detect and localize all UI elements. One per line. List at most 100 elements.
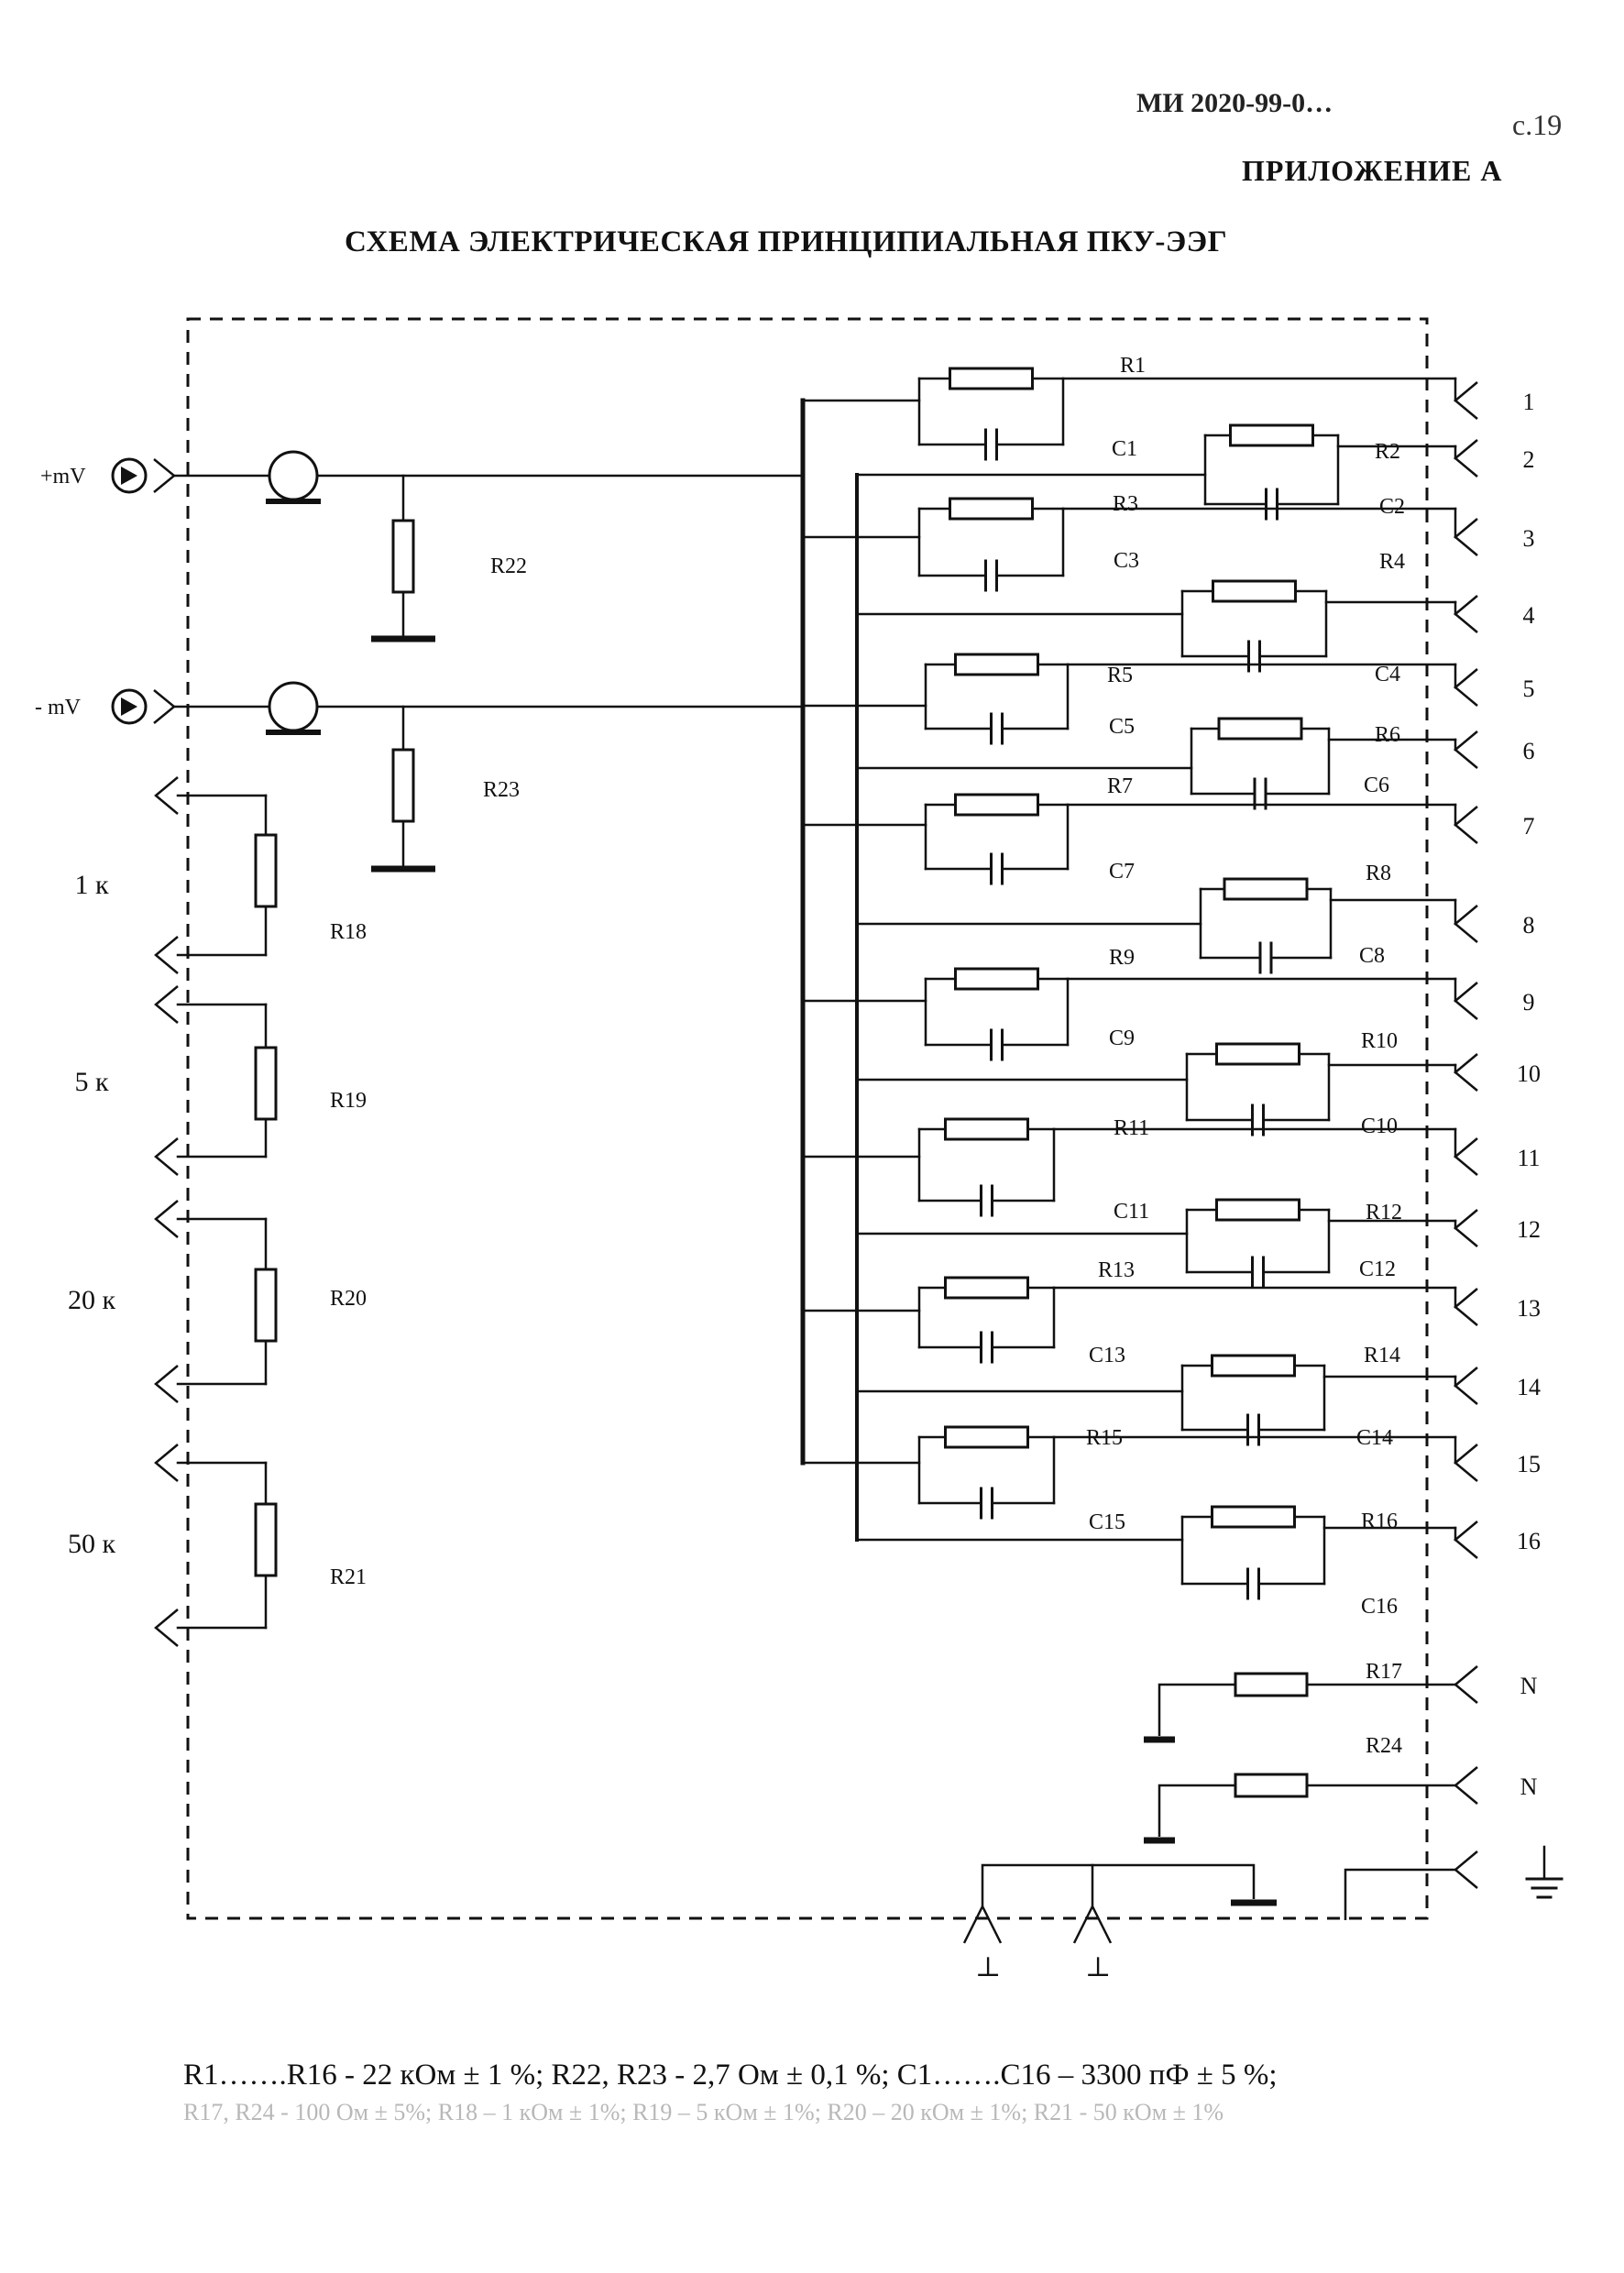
channel-8-resistor: [1223, 877, 1309, 901]
label-r17: R17: [1366, 1660, 1402, 1684]
connector-icon: [1454, 1444, 1478, 1482]
channel-10-c-label: C10: [1361, 1115, 1398, 1138]
channel-7-c-label: C7: [1109, 860, 1135, 884]
neutral-r17-pin-label: N: [1520, 1673, 1538, 1699]
channel-7-r-label: R7: [1107, 774, 1133, 798]
channel-2-r-label: R2: [1375, 440, 1400, 464]
connector-icon: [154, 985, 179, 1024]
channel-1-c-label: C1: [1112, 437, 1137, 461]
connector-icon: [1454, 1137, 1478, 1176]
connector-icon: [1454, 1367, 1478, 1405]
connector-icon: [1454, 595, 1478, 633]
connector-icon: [1454, 518, 1478, 556]
connector-icon: [1454, 730, 1478, 769]
neutral-r17-resistor: [1234, 1672, 1309, 1697]
channel-6-r-label: R6: [1375, 723, 1400, 747]
connector-icon: [154, 1444, 179, 1482]
channel-5-pin-label: 5: [1523, 675, 1535, 702]
neutral-r24-resistor: [1234, 1773, 1309, 1798]
ground-wire: [981, 1863, 1256, 1906]
resistor-r19: [254, 1046, 278, 1121]
resistor-r21: [254, 1502, 278, 1577]
input-jack-icon: [111, 457, 148, 494]
page-number: с.19: [1512, 108, 1563, 141]
channel-13-pin-label: 13: [1517, 1295, 1541, 1322]
channel-10-r-label: R10: [1361, 1029, 1398, 1053]
sensor-icon: [268, 450, 319, 501]
channel-13-c-label: C13: [1089, 1344, 1125, 1367]
input-minus-label: - mV: [35, 696, 82, 719]
channel-16-c-label: C16: [1361, 1595, 1398, 1619]
range-label: 1 к: [74, 870, 109, 900]
neutral-r24-pin-label: N: [1520, 1773, 1538, 1800]
channel-10-resistor: [1215, 1042, 1300, 1066]
ground-pin-icon: ⊥: [975, 1952, 1001, 1982]
channel-1-pin-label: 1: [1523, 389, 1535, 415]
connector-icon: [1454, 668, 1478, 707]
channel-3-r-label: R3: [1113, 492, 1138, 516]
channel-16-r-label: R16: [1361, 1510, 1398, 1533]
channel-6-c-label: C6: [1364, 774, 1389, 797]
channel-15-pin-label: 15: [1517, 1451, 1541, 1477]
channel-7-resistor: [954, 793, 1039, 817]
connector-icon: [1454, 1209, 1478, 1247]
channel-13-resistor: [944, 1276, 1029, 1300]
channel-12-resistor: [1215, 1198, 1300, 1222]
channel-16-pin-label: 16: [1517, 1528, 1541, 1554]
connector-icon: [1454, 806, 1478, 844]
neutral-r17-wire: [1158, 1683, 1235, 1736]
channel-4-resistor: [1212, 579, 1297, 603]
channel-6-resistor: [1217, 717, 1303, 741]
ground-pin-icon: ⊥: [1085, 1952, 1111, 1982]
resistor-r22: [391, 519, 415, 594]
arrow-icon: [121, 697, 137, 716]
channel-3-resistor: [949, 497, 1034, 521]
appendix-label: ПРИЛОЖЕНИЕ А: [1242, 154, 1503, 187]
component-values-note-faded: R17, R24 - 100 Ом ± 5%; R18 – 1 кОм ± 1%…: [183, 2099, 1224, 2125]
connector-icon: [1454, 1288, 1478, 1326]
channel-11-r-label: R11: [1114, 1116, 1149, 1140]
channel-11-resistor: [944, 1117, 1029, 1141]
channel-7-pin-label: 7: [1523, 813, 1535, 840]
channel-3-c-label: C3: [1114, 549, 1139, 573]
channel-11-pin-label: 11: [1517, 1145, 1540, 1171]
ground-wire: [1344, 1868, 1455, 1920]
connector-icon: [154, 1200, 179, 1238]
channel-12-c-label: C12: [1359, 1257, 1396, 1281]
channel-15-c-label: C15: [1089, 1510, 1125, 1534]
connector-icon: [1454, 1521, 1478, 1559]
channel-9-r-label: R9: [1109, 946, 1135, 970]
channel-4-pin-label: 4: [1523, 602, 1535, 629]
channel-13-r-label: R13: [1098, 1258, 1135, 1282]
connector-icon: [154, 1609, 179, 1647]
channel-10-pin-label: 10: [1517, 1060, 1541, 1087]
channel-8-r-label: R8: [1366, 862, 1391, 885]
channel-12-r-label: R12: [1366, 1201, 1402, 1224]
channel-11-c-label: C11: [1114, 1200, 1149, 1224]
channel-16-resistor: [1211, 1505, 1296, 1529]
sensor-icon: [268, 681, 319, 732]
channel-8-c-label: C8: [1359, 944, 1385, 968]
label-r18: R18: [330, 920, 367, 944]
channel-9-c-label: C9: [1109, 1027, 1135, 1050]
channel-9-pin-label: 9: [1523, 989, 1535, 1016]
input-jack-icon: [111, 688, 148, 725]
resistor-r20: [254, 1268, 278, 1343]
channel-6-pin-label: 6: [1523, 738, 1535, 764]
connector-icon: [1454, 1665, 1478, 1704]
channel-12-pin-label: 12: [1517, 1216, 1541, 1243]
channel-3-pin-label: 3: [1523, 525, 1535, 552]
channel-1-r-label: R1: [1120, 354, 1146, 378]
connector-icon: [154, 1137, 179, 1176]
label-r21: R21: [330, 1565, 367, 1589]
channel-4-c-label: C4: [1375, 663, 1400, 686]
label-r23: R23: [483, 778, 520, 802]
connector-icon: [1454, 905, 1478, 943]
connector-icon: [1072, 1904, 1113, 1944]
schematic-title: СХЕМА ЭЛЕКТРИЧЕСКАЯ ПРИНЦИПИАЛЬНАЯ ПКУ-Э…: [345, 225, 1228, 258]
connector-icon: [154, 936, 179, 974]
connector-icon: [1454, 982, 1478, 1020]
enclosure-border: [186, 317, 1429, 1920]
resistor-r18: [254, 833, 278, 908]
connector-icon: [153, 458, 176, 493]
